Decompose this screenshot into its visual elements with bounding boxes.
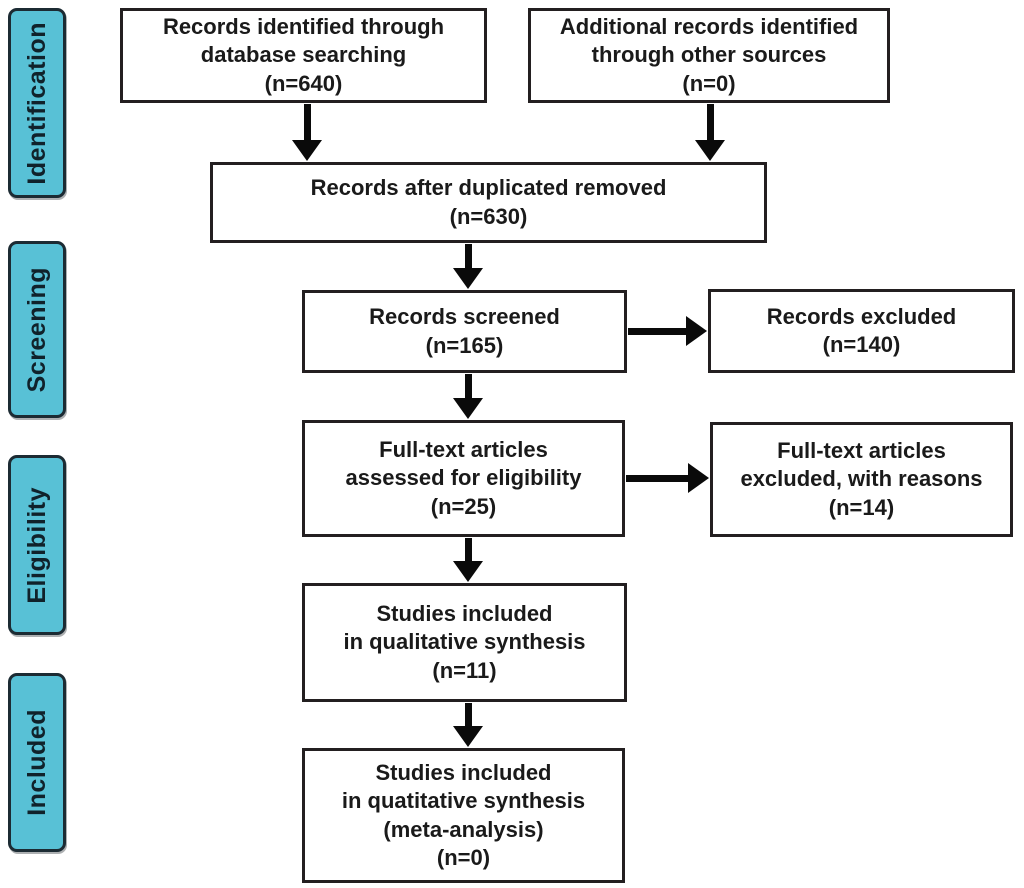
box-fulltext-excluded-text: Full-text articles excluded, with reason…	[740, 438, 983, 520]
arrow-qualitative-to-quantitative	[453, 703, 483, 747]
stage-included-label: Included	[22, 709, 51, 816]
stage-eligibility-label: Eligibility	[22, 486, 51, 604]
arrow-othersources-to-dedup	[695, 104, 725, 161]
box-fulltext-assessed-text: Full-text articles assessed for eligibil…	[345, 437, 582, 519]
stage-eligibility: Eligibility	[8, 455, 66, 635]
box-records-excluded: Records excluded (n=140)	[708, 289, 1015, 373]
arrow-fulltext-to-qualitative	[453, 538, 483, 582]
box-records-after-duplicates-text: Records after duplicated removed (n=630)	[310, 175, 667, 229]
arrow-dbsearch-to-dedup	[292, 104, 322, 161]
box-records-screened: Records screened (n=165)	[302, 290, 627, 373]
box-records-identified: Records identified through database sear…	[120, 8, 487, 103]
box-qualitative-included-text: Studies included in qualitative synthesi…	[343, 601, 586, 683]
box-fulltext-assessed: Full-text articles assessed for eligibil…	[302, 420, 625, 537]
arrow-screened-to-excluded	[628, 316, 707, 346]
arrow-fulltext-to-fulltext-excluded	[626, 463, 709, 493]
box-records-excluded-text: Records excluded (n=140)	[766, 303, 957, 357]
stage-identification-label: Identification	[22, 21, 51, 185]
box-quantitative-included: Studies included in quatitative synthesi…	[302, 748, 625, 883]
stage-screening-label: Screening	[22, 266, 51, 393]
arrow-screened-to-fulltext	[453, 374, 483, 419]
box-records-screened-text: Records screened (n=165)	[369, 304, 560, 358]
box-records-identified-text: Records identified through database sear…	[162, 14, 445, 96]
stage-included: Included	[8, 673, 66, 852]
stage-identification: Identification	[8, 8, 66, 198]
arrow-dedup-to-screened	[453, 244, 483, 289]
stage-screening: Screening	[8, 241, 66, 418]
box-additional-records-text: Additional records identified through ot…	[559, 14, 859, 96]
box-fulltext-excluded: Full-text articles excluded, with reason…	[710, 422, 1013, 537]
box-additional-records: Additional records identified through ot…	[528, 8, 890, 103]
box-qualitative-included: Studies included in qualitative synthesi…	[302, 583, 627, 702]
box-records-after-duplicates: Records after duplicated removed (n=630)	[210, 162, 767, 243]
box-quantitative-included-text: Studies included in quatitative synthesi…	[341, 760, 586, 870]
